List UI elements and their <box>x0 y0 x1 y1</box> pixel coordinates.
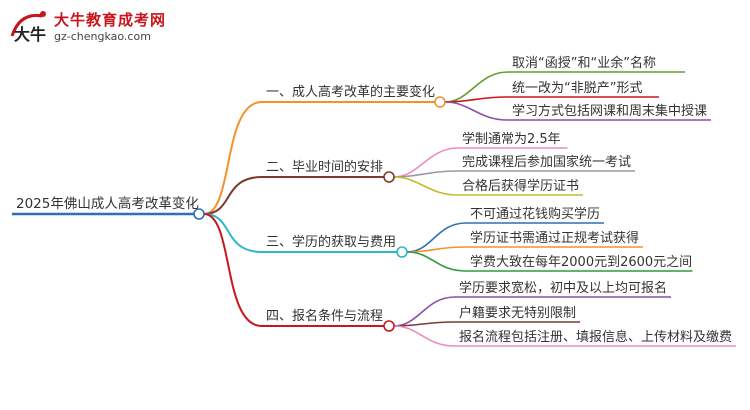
logo-mark-icon: 大牛 <box>10 11 46 44</box>
leaf-node-label: 户籍要求无特别限制 <box>459 305 576 321</box>
leaf-edge <box>406 246 467 253</box>
leaf-node-label: 统一改为“非脱产”形式 <box>512 81 642 96</box>
leaf-edge <box>444 96 509 103</box>
leaf-node-label: 学费大致在每年2000元到2600元之间 <box>470 254 692 270</box>
branch-node-label: 一、成人高考改革的主要变化 <box>266 84 435 100</box>
branch-node-toggle[interactable] <box>383 171 395 183</box>
brand-logo: 大牛 大牛教育成考网 gz-chengkao.com <box>6 6 186 48</box>
mindmap-edges <box>12 71 736 347</box>
root-node-toggle[interactable] <box>193 208 205 220</box>
root-node-label: 2025年佛山成人高考改革变化 <box>16 195 199 212</box>
leaf-edge <box>393 325 456 347</box>
logo-glyph: 大牛 <box>14 25 46 44</box>
brand-name: 大牛教育成考网 <box>54 11 167 29</box>
leaf-node-label: 学历要求宽松，初中及以上均可报名 <box>459 280 667 296</box>
brand-url: gz-chengkao.com <box>54 30 151 43</box>
branch-node-label: 四、报名条件与流程 <box>266 308 383 324</box>
leaf-node-label: 取消“函授”和“业余”名称 <box>512 55 656 71</box>
branch-node-toggle[interactable] <box>383 320 395 332</box>
leaf-node-label: 学历证书需通过正规考试获得 <box>470 230 639 246</box>
leaf-edge <box>406 251 467 272</box>
leaf-edge <box>393 176 459 196</box>
leaf-node-label: 报名流程包括注册、填报信息、上传材料及缴费 <box>459 329 732 345</box>
branch-edge <box>203 176 263 215</box>
leaf-edge <box>444 101 509 121</box>
leaf-node-label: 合格后获得学历证书 <box>462 178 579 194</box>
branch-edge <box>203 213 263 327</box>
branch-node-toggle[interactable] <box>434 96 446 108</box>
leaf-edge <box>393 147 459 178</box>
leaf-node-label: 不可通过花钱购买学历 <box>470 206 600 222</box>
leaf-node-label: 学习方式包括网课和周末集中授课 <box>512 103 707 119</box>
branch-edge <box>203 101 263 215</box>
mindmap-nodes: 2025年佛山成人高考改革变化 一、成人高考改革的主要变化 取消“函授”和“业余”名… <box>16 55 732 345</box>
branch-node-toggle[interactable] <box>396 246 408 258</box>
leaf-node-label: 完成课程后参加国家统一考试 <box>462 154 631 170</box>
branch-node-label: 三、学历的获取与费用 <box>266 234 396 250</box>
branch-node-label: 二、毕业时间的安排 <box>266 159 383 175</box>
leaf-edge <box>393 170 459 178</box>
leaf-node-label: 学制通常为2.5年 <box>462 131 561 147</box>
branch-edge <box>203 213 263 253</box>
